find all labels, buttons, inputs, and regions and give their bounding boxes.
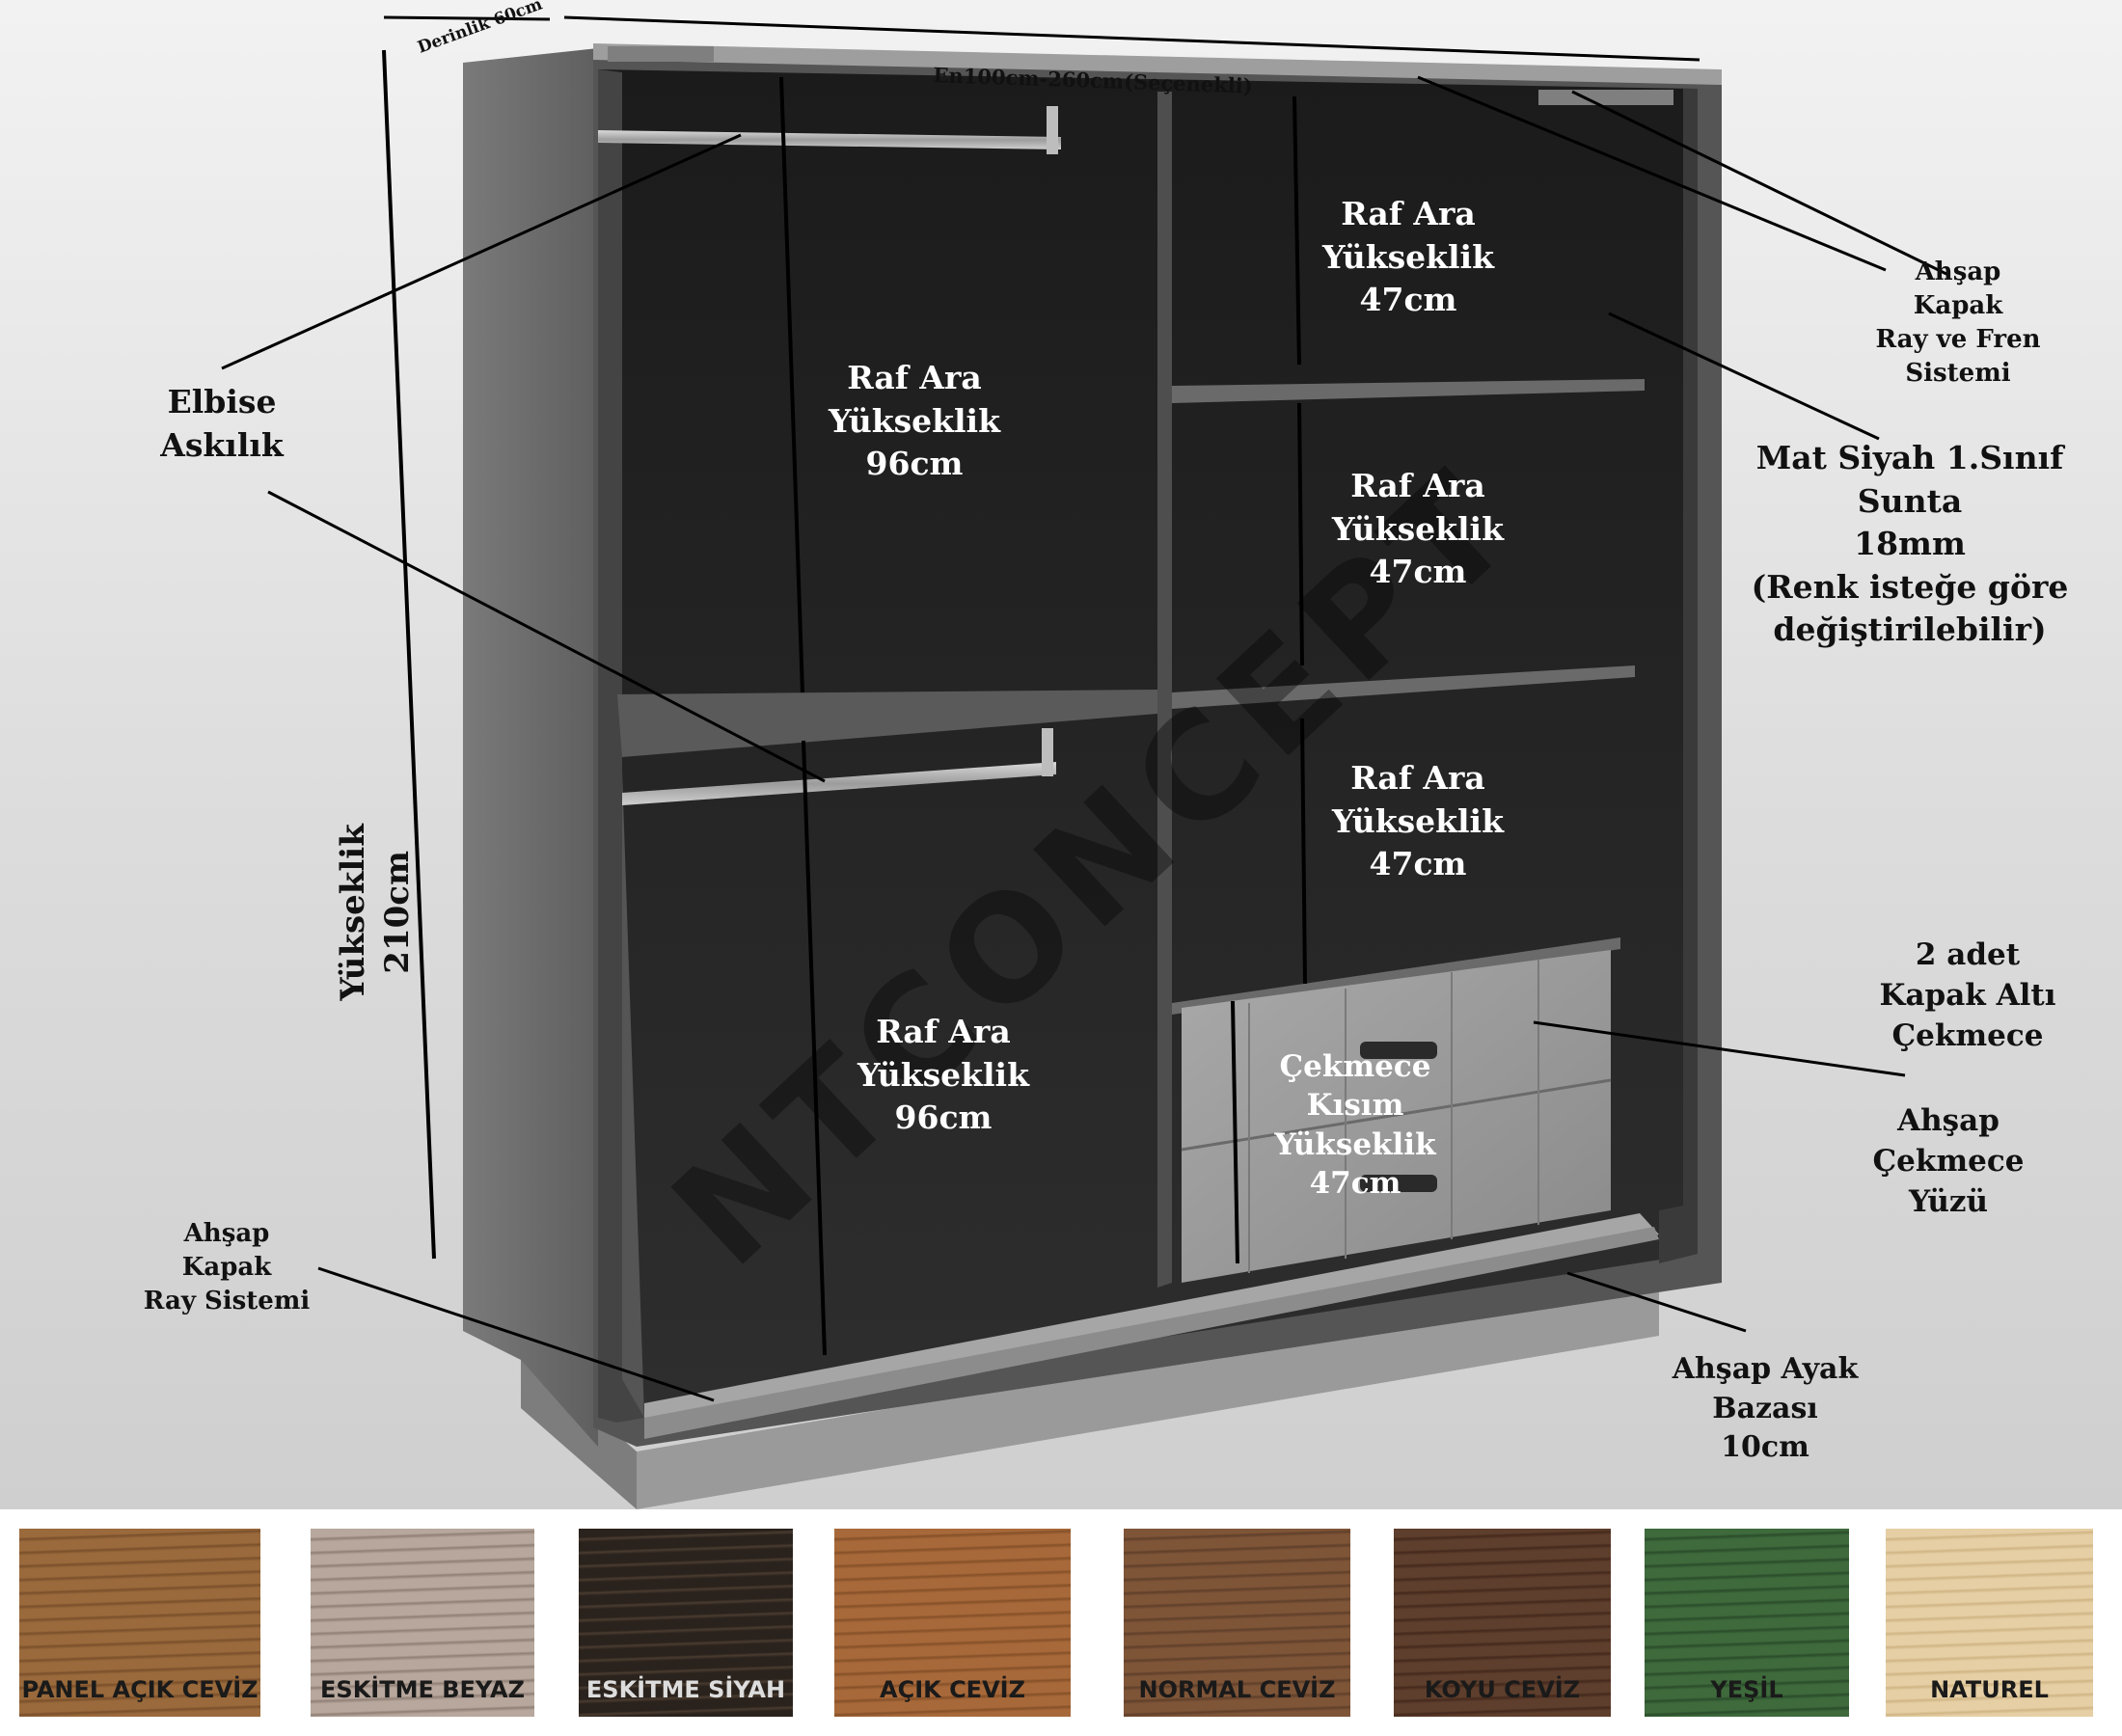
swatch-8 <box>1886 1529 2093 1717</box>
swatch-5 <box>1124 1529 1350 1717</box>
right-lower-compartment-label: Raf Ara Yükseklik 47cm <box>1332 759 1504 883</box>
right-lower-height-line <box>1300 718 1307 985</box>
right-middle-height-line <box>1297 402 1304 666</box>
depth-dimension-line <box>383 15 551 21</box>
top-rail-leader-1 <box>1571 90 1949 277</box>
top-door-rail <box>593 43 1722 85</box>
center-divider <box>1157 92 1172 1288</box>
left-side-panel <box>463 48 598 1447</box>
right-top-height-line <box>1292 95 1301 366</box>
swatch-name: ESKİTME SİYAH <box>585 1676 786 1703</box>
left-bottom-height-line <box>802 740 827 1356</box>
left-shelf <box>617 690 1157 757</box>
right-shelf-1 <box>1172 379 1645 403</box>
material-leader <box>1608 312 1880 441</box>
swatch-1 <box>19 1529 260 1717</box>
right-middle-compartment-label: Raf Ara Yükseklik 47cm <box>1332 467 1504 591</box>
right-top-compartment-label: Raf Ara Yükseklik 47cm <box>1322 195 1494 319</box>
base-callout: Ahşap Ayak Bazası 10cm <box>1672 1352 1859 1464</box>
hanger-leader-top <box>221 133 742 370</box>
bottom-rail-callout: Ahşap Kapak Ray Sistemi <box>143 1219 311 1316</box>
swatch-2 <box>311 1529 534 1717</box>
drawer-section-label: Çekmece Kısım Yükseklik 47cm <box>1274 1049 1436 1201</box>
bottom-hanging-rod <box>622 762 1056 805</box>
left-top-compartment-label: Raf Ara Yükseklik 96cm <box>829 359 1000 483</box>
hanger-leader-bottom <box>267 490 826 783</box>
drawer-front-callout: Ahşap Çekmece Yüzü <box>1872 1103 2025 1219</box>
swatch-name: NORMAL CEVİZ <box>1138 1676 1336 1703</box>
swatch-name: ESKİTME BEYAZ <box>320 1676 525 1703</box>
right-shelf-2 <box>1172 665 1635 709</box>
bottom-rail-leader <box>317 1266 715 1402</box>
left-bottom-compartment-label: Raf Ara Yükseklik 96cm <box>857 1013 1029 1137</box>
left-inner-side <box>598 69 644 1423</box>
swatch-name: KOYU CEVİZ <box>1424 1676 1581 1703</box>
swatch-7 <box>1645 1529 1849 1717</box>
drawer-handle-bottom <box>1360 1175 1437 1192</box>
height-label: Yükseklik 210cm <box>334 824 417 1001</box>
base-plinth-front <box>637 1278 1659 1509</box>
drawer-handle-top <box>1360 1042 1437 1059</box>
swatch-6 <box>1394 1529 1611 1717</box>
drawer-height-line <box>1231 1000 1239 1264</box>
left-top-height-line <box>779 76 804 693</box>
top-rail-leader-2 <box>1417 75 1887 272</box>
width-dimension-line <box>563 15 1700 62</box>
swatch-name: NATUREL <box>1930 1676 2049 1703</box>
top-hanging-rod <box>598 130 1061 149</box>
swatch-3 <box>579 1529 793 1717</box>
swatch-name: YEŞİL <box>1710 1676 1783 1703</box>
swatch-name: PANEL AÇIK CEVİZ <box>21 1676 258 1703</box>
hanger-callout: Elbise Askılık <box>160 383 284 464</box>
material-callout: Mat Siyah 1.Sınıf Sunta 18mm (Renk isteğ… <box>1751 439 2069 649</box>
swatch-4 <box>834 1529 1071 1717</box>
annotation-lines <box>221 15 1949 1402</box>
height-dimension-line <box>382 49 436 1260</box>
drawers-leader <box>1533 1020 1906 1077</box>
top-rail-callout: Ahşap Kapak Ray ve Fren Sistemi <box>1875 258 2041 389</box>
swatch-name: AÇIK CEVİZ <box>880 1676 1025 1703</box>
right-inner-side <box>1659 89 1698 1263</box>
base-leader <box>1566 1271 1747 1333</box>
drawers-callout: 2 adet Kapak Altı Çekmece <box>1879 937 2056 1053</box>
